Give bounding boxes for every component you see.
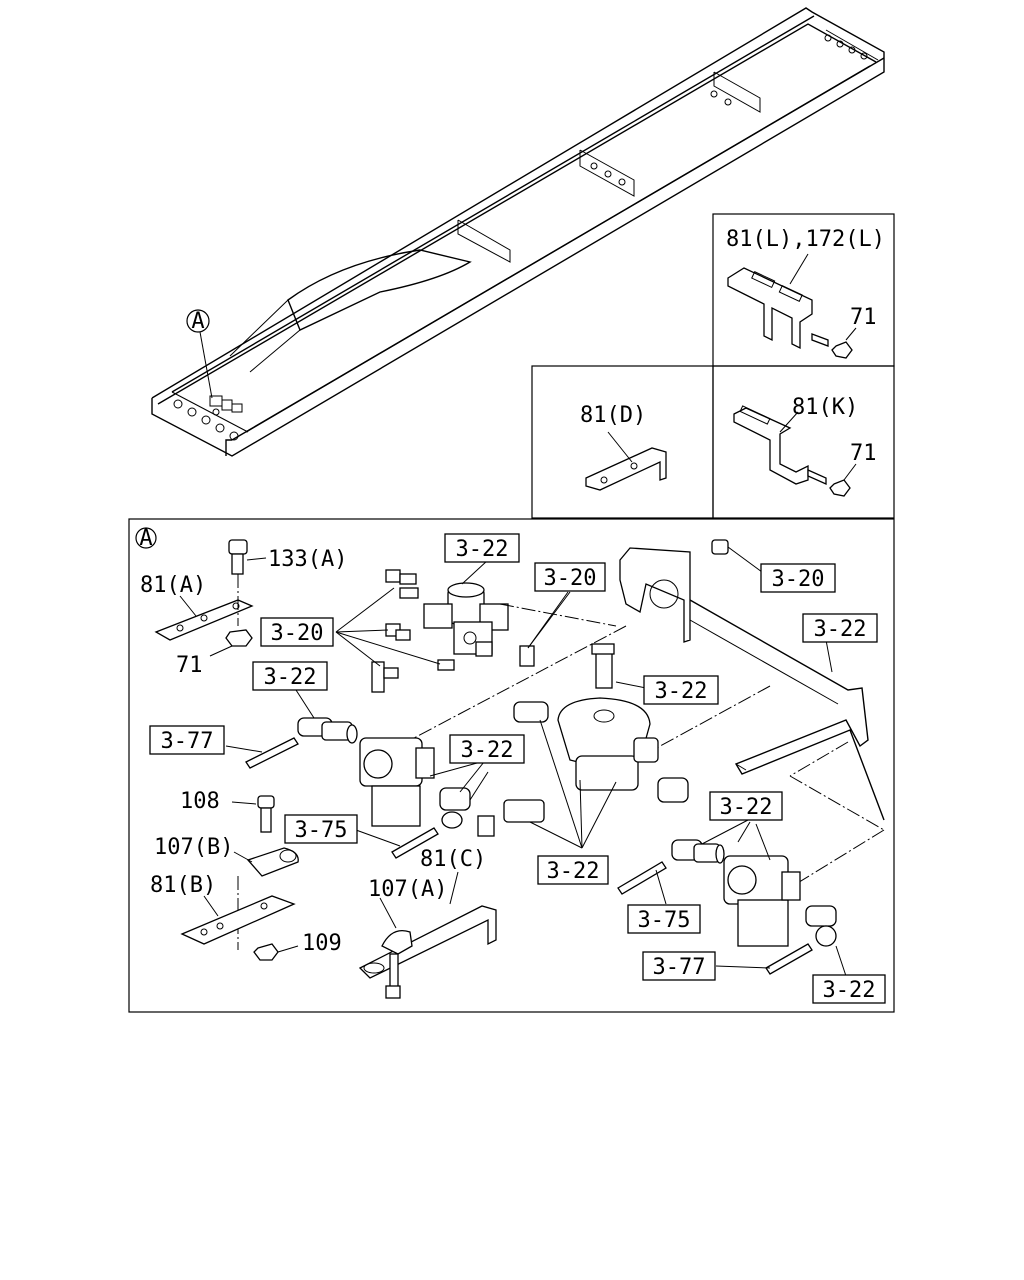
mounting-bracket-large <box>619 539 885 821</box>
fittings-cluster <box>335 569 455 693</box>
ref-box[interactable]: 3-20 <box>260 617 334 647</box>
bracket-81D <box>585 431 667 491</box>
ref-box-label: 3-22 <box>461 738 514 763</box>
ref-box-label: 3-20 <box>544 566 597 591</box>
ref-box-label: 3-22 <box>720 795 773 820</box>
bracket-81L <box>727 253 857 359</box>
ref-box-label: 3-22 <box>547 859 600 884</box>
valve-top <box>423 559 571 667</box>
relay-valve-right <box>723 823 801 947</box>
callout-107B: 107(B) <box>154 835 233 860</box>
ref-box-label: 3-22 <box>456 537 509 562</box>
ref-box-label: 3-77 <box>653 955 706 980</box>
ref-box[interactable]: 3-22 <box>252 661 328 691</box>
ref-box-label: 3-75 <box>638 908 691 933</box>
callout-81A: 81(A) <box>140 573 206 598</box>
ref-box-label: 3-22 <box>264 665 317 690</box>
elbow-fitting-left <box>295 689 358 744</box>
ref-box[interactable]: 3-20 <box>760 563 836 593</box>
detail-A-marker-label: A <box>139 526 152 551</box>
ref-box-label: 3-22 <box>814 617 867 642</box>
ref-box[interactable]: 3-75 <box>284 814 358 844</box>
detail-marker-circle <box>186 309 210 333</box>
bolt-108 <box>231 795 275 833</box>
ref-box-label: 3-22 <box>823 978 876 1003</box>
ref-box[interactable]: 3-75 <box>627 904 701 934</box>
detail-marker-label: A <box>191 309 204 334</box>
ref-box[interactable]: 3-22 <box>643 675 719 705</box>
middle-fittings <box>439 701 689 837</box>
nut-71-c <box>209 629 253 657</box>
pipe-3-77-left <box>225 737 299 769</box>
ref-box-label: 3-77 <box>161 729 214 754</box>
callout-81L-172L: 81(L),172(L) <box>726 227 885 252</box>
callout-81K: 81(K) <box>792 395 858 420</box>
bracket-81B <box>180 895 296 945</box>
callout-81D: 81(D) <box>580 403 646 428</box>
detail-A-marker-circle <box>135 527 157 549</box>
ref-box[interactable]: 3-22 <box>709 791 783 821</box>
callout-nut-71-b: 71 <box>850 441 877 466</box>
callout-109: 109 <box>302 931 342 956</box>
pipe-3-75-left <box>355 827 439 859</box>
inset-panel-81K <box>712 365 895 519</box>
elbow-fitting-lower-right <box>805 905 847 977</box>
relay-valve-left <box>359 737 489 827</box>
bracket-81K <box>733 405 857 497</box>
callout-108: 108 <box>180 789 220 814</box>
ref-box[interactable]: 3-22 <box>812 974 886 1004</box>
quick-release-valve <box>529 643 659 849</box>
ref-box-label: 3-75 <box>295 818 348 843</box>
bracket-81A <box>154 574 254 641</box>
chassis-frame <box>151 7 885 457</box>
inset-panel-81D <box>531 365 714 519</box>
bolt-133A <box>228 539 267 575</box>
ref-box[interactable]: 3-20 <box>534 562 606 592</box>
clip-107A <box>379 897 413 999</box>
ref-box-label: 3-22 <box>655 679 708 704</box>
callout-81B: 81(B) <box>150 873 216 898</box>
ref-box[interactable]: 3-22 <box>537 855 609 885</box>
elbow-fitting-right <box>671 819 749 864</box>
ref-box[interactable]: 3-77 <box>642 951 716 981</box>
ref-box[interactable]: 3-77 <box>149 725 225 755</box>
nut-109 <box>253 943 299 961</box>
callout-nut-71-c: 71 <box>176 653 203 678</box>
ref-box-label: 3-20 <box>271 621 324 646</box>
pipe-3-75-right <box>617 861 667 905</box>
ref-box[interactable]: 3-22 <box>444 533 520 563</box>
callout-133A: 133(A) <box>268 547 347 572</box>
ref-box[interactable]: 3-22 <box>802 613 878 643</box>
pipe-3-77-right <box>715 943 813 975</box>
detail-A-panel <box>128 518 895 1013</box>
leader-lines <box>459 591 751 843</box>
clamp-107B <box>233 847 299 877</box>
callout-107A: 107(A) <box>368 877 447 902</box>
callout-nut-71-a: 71 <box>850 305 877 330</box>
ref-box[interactable]: 3-22 <box>449 734 525 764</box>
callout-81C: 81(C) <box>420 847 486 872</box>
ref-box-label: 3-20 <box>772 567 825 592</box>
